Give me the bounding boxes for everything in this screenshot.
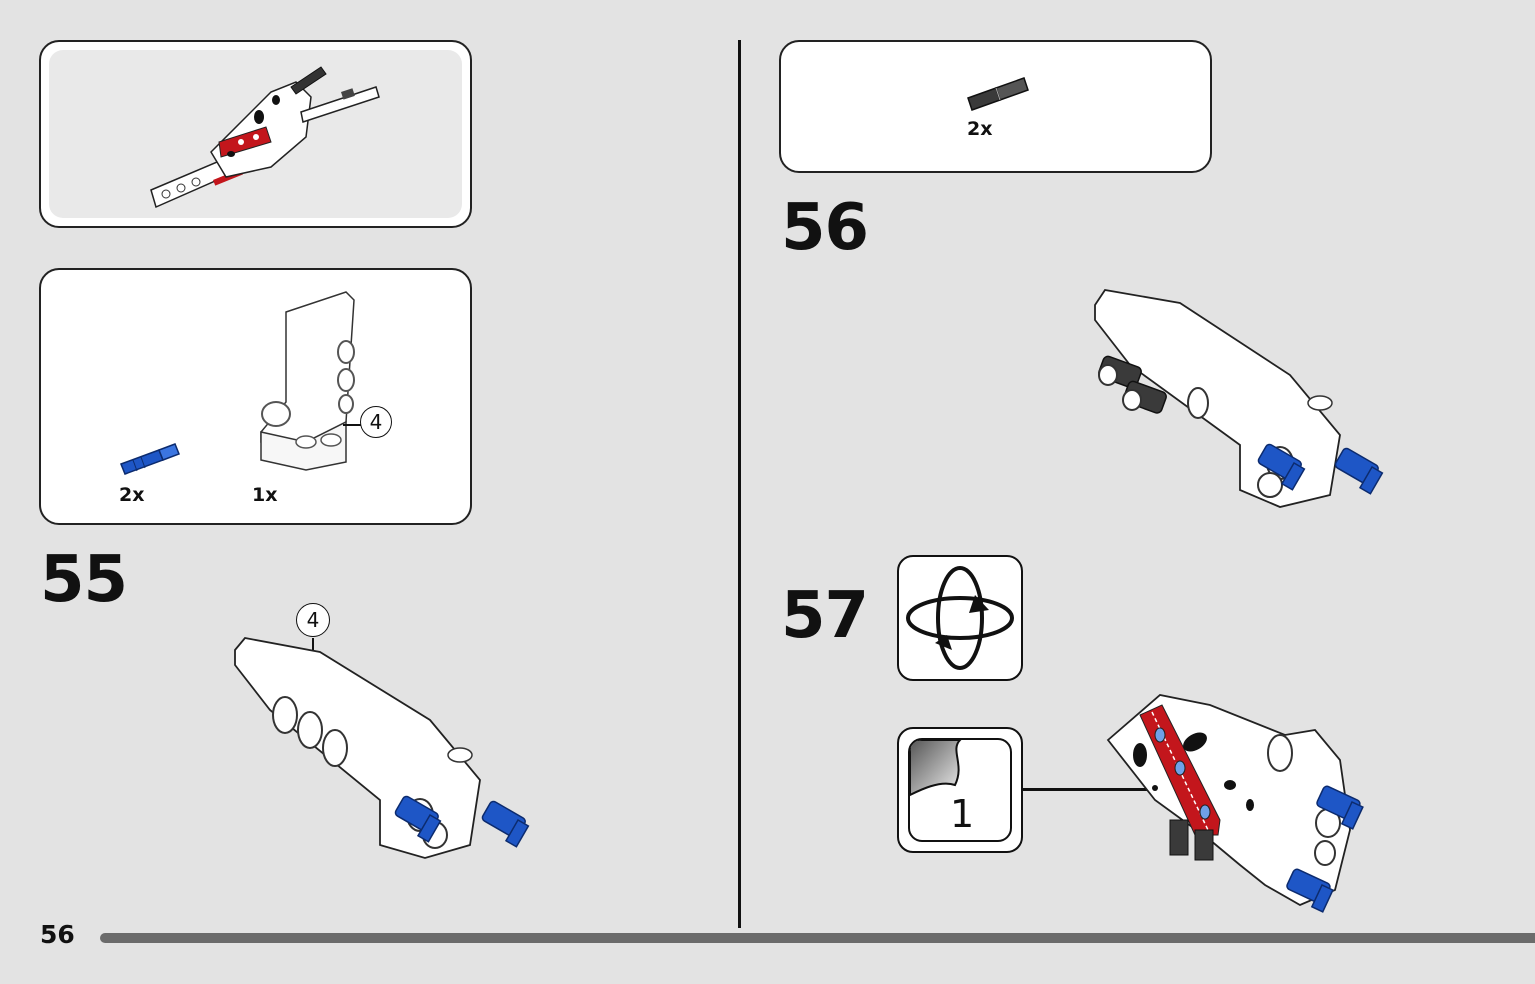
rotate-model-icon-box (897, 555, 1023, 681)
part-qty-black-pin: 2x (967, 118, 993, 140)
sticker-icon: 1 (908, 738, 1012, 842)
part-callout-number: 4 (369, 410, 383, 434)
submodel-assembly-icon (150, 66, 380, 209)
page-number: 56 (40, 920, 75, 949)
page-divider (738, 40, 741, 928)
submodel-preview-box (39, 40, 472, 228)
step-number-55: 55 (40, 543, 128, 617)
step55-callout-circle: 4 (296, 603, 330, 637)
sticker-label: 1 (950, 792, 975, 836)
step57-assembly-icon (1106, 694, 1364, 913)
parts-list-box-right: 2x (779, 40, 1212, 173)
sticker-leader-line (1023, 788, 1155, 791)
blue-pin-left-56 (1257, 443, 1306, 491)
blue-pin-right (481, 800, 530, 848)
blue-axle-pin-icon (120, 443, 180, 475)
part-callout-circle: 4 (360, 406, 392, 438)
blue-pin-upper-57 (1316, 785, 1364, 830)
step55-callout-number: 4 (306, 608, 320, 632)
black-pin-lower (1123, 380, 1167, 414)
blue-pin-right-56 (1334, 447, 1384, 495)
white-panel-icon (260, 291, 363, 471)
black-pin-icon (967, 77, 1029, 111)
sticker-icon-box: 1 (897, 727, 1023, 853)
step56-assembly-icon (1094, 289, 1384, 508)
rotate-model-icon (906, 566, 1014, 670)
blue-pin-lower-57 (1286, 868, 1334, 913)
step-number-56: 56 (781, 191, 869, 265)
part-qty-white-panel: 1x (252, 484, 278, 506)
page-progress-bar (100, 933, 1535, 943)
step55-assembly-icon (234, 637, 530, 859)
blue-pin-left (394, 795, 442, 843)
step-number-57: 57 (781, 579, 869, 653)
parts-list-box: 2x 4 1x (39, 268, 472, 525)
part-qty-blue-pin: 2x (119, 484, 145, 506)
